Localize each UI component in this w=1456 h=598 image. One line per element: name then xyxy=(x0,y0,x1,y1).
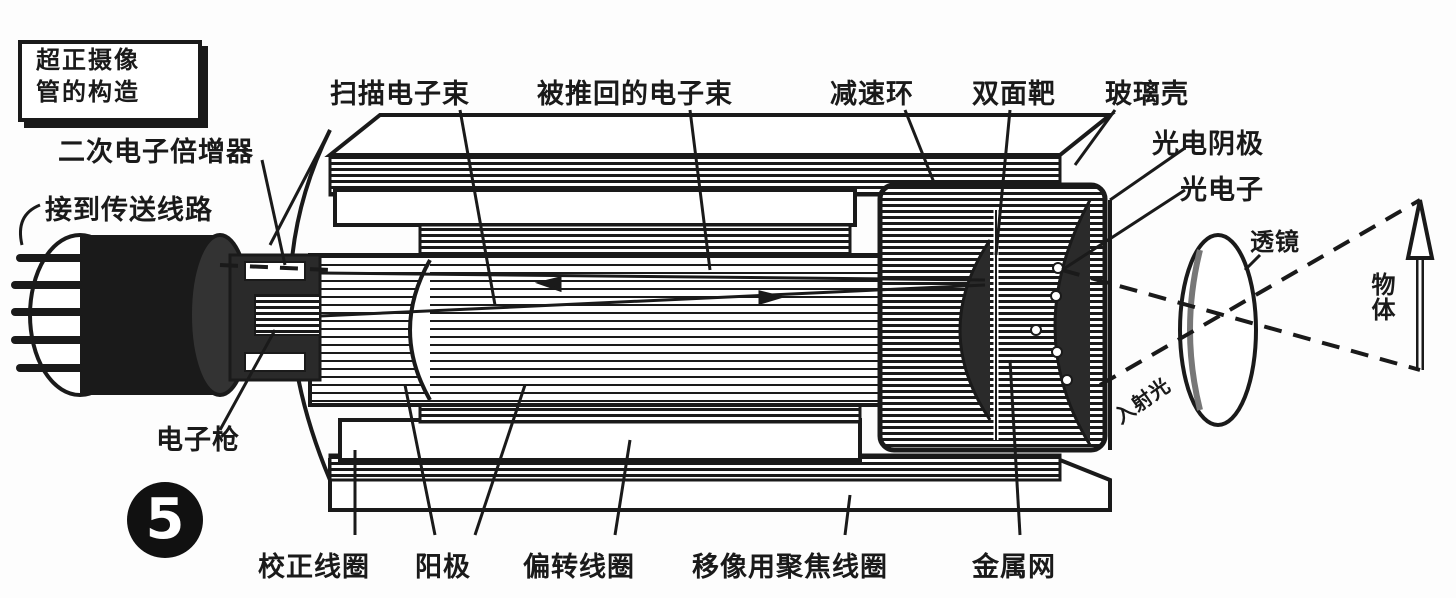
image-section xyxy=(877,182,1112,453)
label-electron-gun: 电子枪 xyxy=(156,425,240,456)
label-decelerating-ring: 减速环 xyxy=(830,79,914,110)
label-deflection-coil: 偏转线圈 xyxy=(523,552,635,583)
label-scanning-beam: 扫描电子束 xyxy=(330,79,470,110)
object-arrow xyxy=(1405,199,1435,370)
label-double-sided-target: 双面靶 xyxy=(972,79,1056,110)
label-lens: 透镜 xyxy=(1250,228,1300,256)
label-metal-mesh: 金属网 xyxy=(972,552,1056,583)
label-anode: 阳极 xyxy=(415,552,471,583)
tube-base xyxy=(11,233,322,397)
label-glass-envelope: 玻璃壳 xyxy=(1105,79,1189,110)
label-electron-multiplier: 二次电子倍增器 xyxy=(58,137,254,168)
label-photoelectrons: 光电子 xyxy=(1180,175,1264,206)
deflection-coil xyxy=(333,188,862,462)
lens xyxy=(1178,233,1258,427)
figure-title-line2: 管的构造 xyxy=(36,78,140,106)
light-rays xyxy=(219,198,1422,387)
leader-lines xyxy=(19,109,1262,536)
electron-beams xyxy=(319,271,986,318)
figure-number-badge: 5 xyxy=(127,482,203,558)
label-image-focusing-coil: 移像用聚焦线圈 xyxy=(692,552,888,583)
label-photocathode: 光电阴极 xyxy=(1152,129,1264,160)
label-object: 物体 xyxy=(1367,272,1395,322)
figure-title-line1: 超正摄像 xyxy=(36,46,140,74)
label-to-transmission-line: 接到传送线路 xyxy=(45,195,213,226)
label-correction-coil: 校正线圈 xyxy=(258,552,370,583)
label-returned-beam: 被推回的电子束 xyxy=(537,79,733,110)
figure-title: 超正摄像 管的构造 xyxy=(18,40,202,122)
